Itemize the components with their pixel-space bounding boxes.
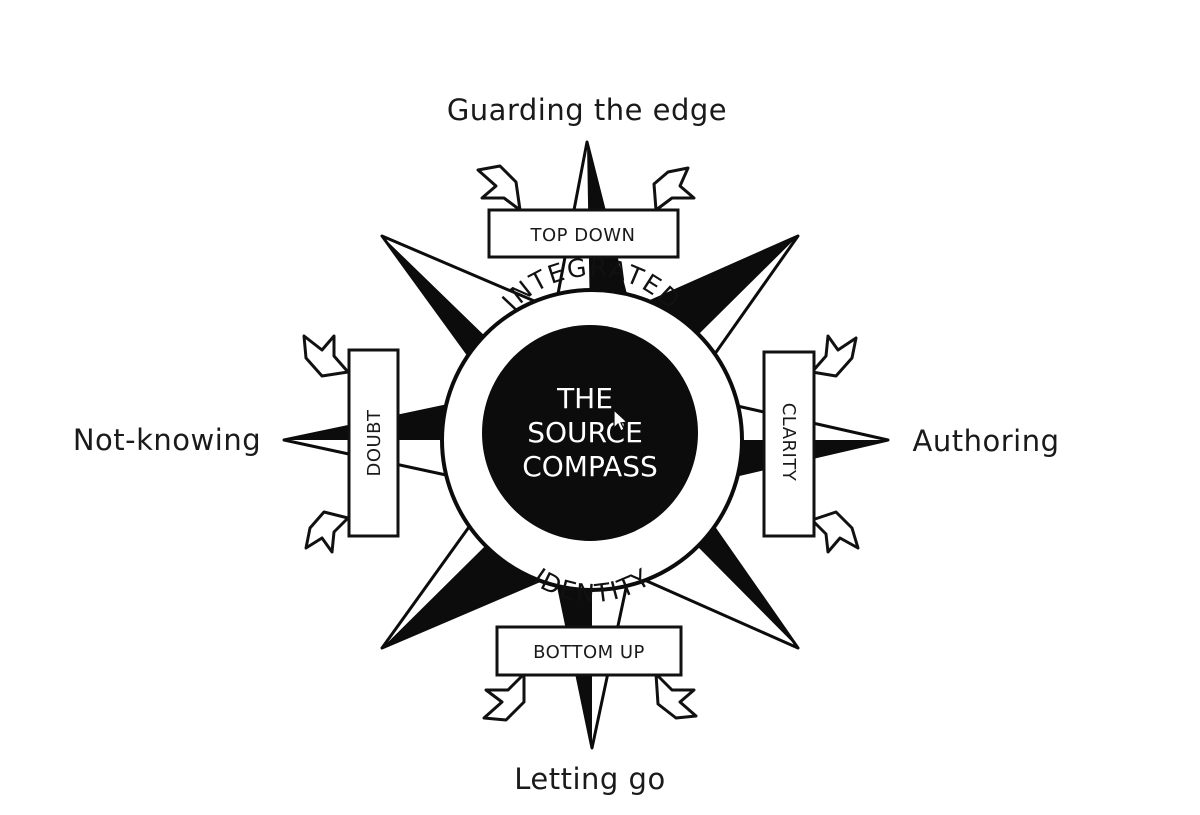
- banner-right-label: CLARITY: [778, 403, 799, 482]
- ribbon-tail-icon: [476, 164, 522, 212]
- direction-east-label: Authoring: [913, 424, 1060, 458]
- mouse-cursor-icon: [613, 408, 629, 432]
- ribbon-tail-icon: [302, 334, 350, 378]
- ribbon-tail-icon: [304, 510, 350, 554]
- ribbon-tail-icon: [482, 672, 526, 722]
- center-title: THE SOURCE COMPASS: [522, 382, 658, 483]
- direction-south-label: Letting go: [514, 762, 665, 796]
- banner-bottom: BOTTOM UP: [482, 625, 698, 722]
- banner-top: TOP DOWN: [476, 164, 696, 259]
- direction-north-label: Guarding the edge: [447, 93, 727, 127]
- banner-left: DOUBT: [302, 334, 400, 554]
- ribbon-tail-icon: [810, 510, 860, 554]
- inner-disc: [482, 325, 698, 541]
- banner-right: CLARITY: [762, 334, 860, 554]
- banner-bottom-label: BOTTOM UP: [533, 642, 645, 663]
- center-title-line-3: COMPASS: [522, 450, 658, 483]
- ribbon-tail-icon: [652, 166, 696, 212]
- center-title-line-1: THE: [556, 382, 613, 415]
- banner-left-label: DOUBT: [364, 409, 385, 477]
- direction-west-label: Not-knowing: [73, 423, 261, 457]
- banner-top-label: TOP DOWN: [529, 225, 635, 246]
- ribbon-tail-icon: [654, 672, 698, 720]
- ribbon-tail-icon: [810, 334, 858, 378]
